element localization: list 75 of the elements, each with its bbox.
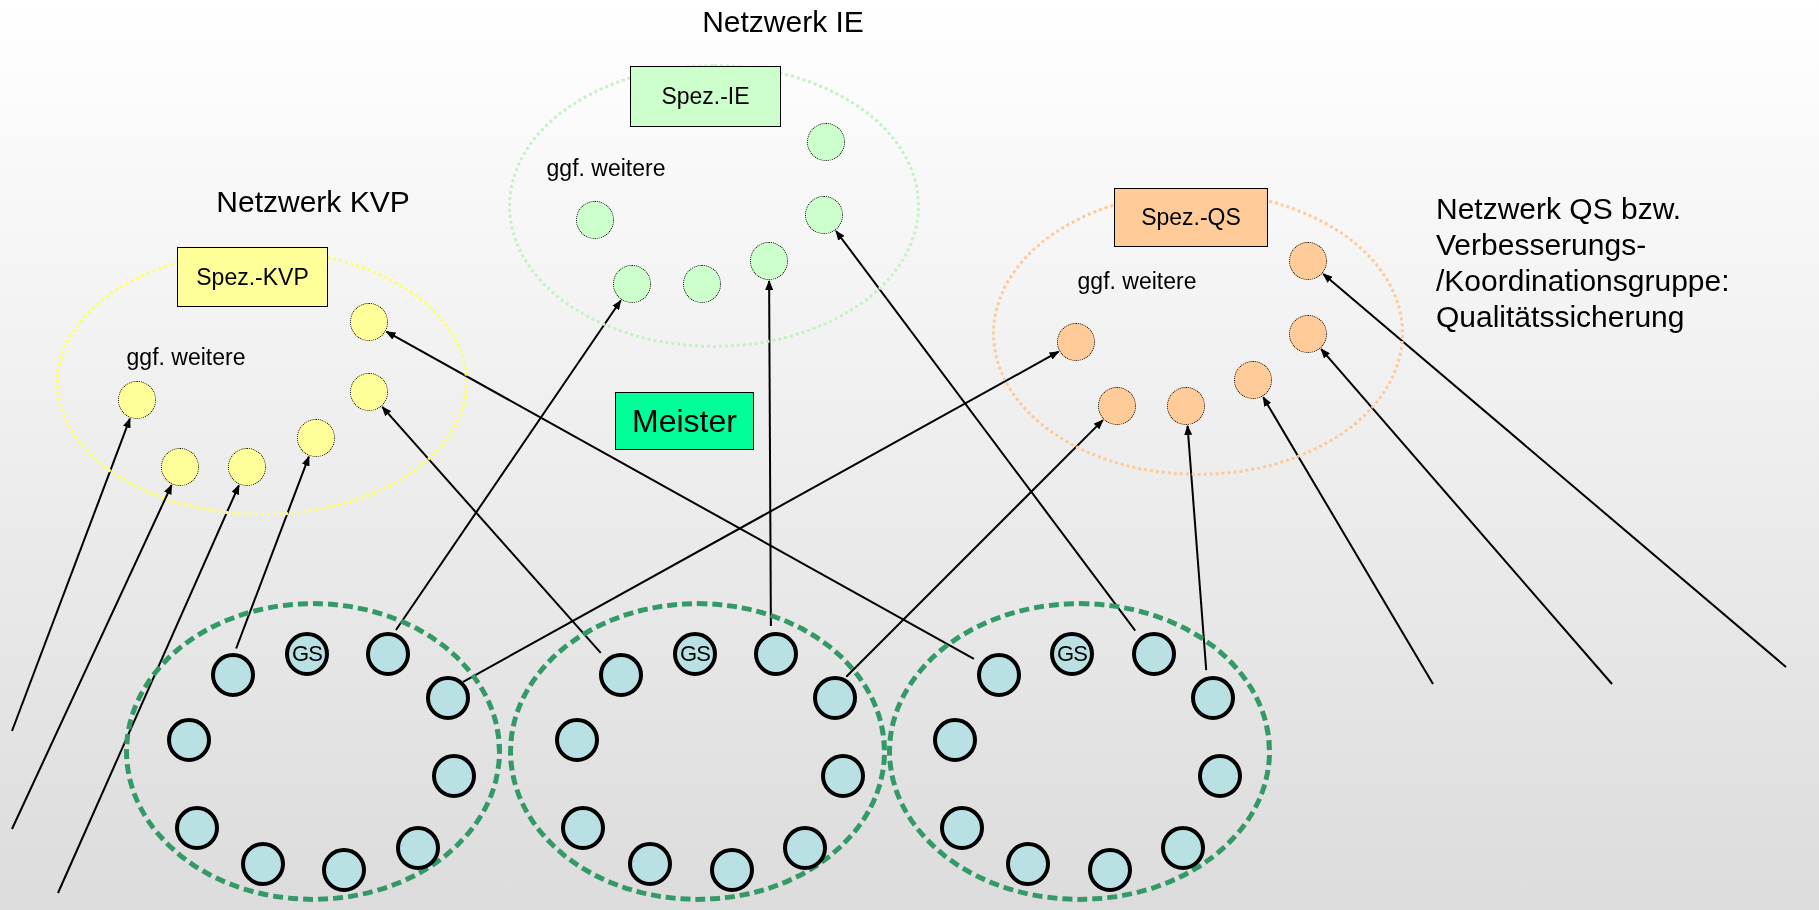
member-circle [754,632,798,676]
note-text: ggf. weitere [1077,268,1197,295]
member-circle [807,123,845,161]
member-circle [1088,848,1132,892]
member-circle [683,265,721,303]
arrow [381,405,602,654]
role-box: Spez.-QS [1114,188,1268,247]
member-circle [350,373,388,411]
member-circle [1289,242,1327,280]
member-circle [977,653,1021,697]
member-circle [241,842,285,886]
member-circle [350,303,388,341]
member-circle [396,826,440,870]
member-circle [750,242,788,280]
member-circle: GS [285,632,329,676]
group-title: Netzwerk KVP [216,185,410,219]
role-box: Spez.-KVP [177,247,328,307]
member-circle [161,448,199,486]
member-circle [940,806,984,850]
member-circle [813,676,857,720]
member-circle [426,676,470,720]
member-circle [576,201,614,239]
member-circle [710,848,754,892]
member-circle [1198,754,1242,798]
member-circle [783,826,827,870]
member-circle: GS [673,632,717,676]
role-box: Meister [615,392,754,450]
arrow [462,350,1060,683]
arrow [765,280,774,627]
member-circle [1057,323,1095,361]
member-circle [167,718,211,762]
arrow [385,330,975,660]
member-circle [599,653,643,697]
arrow [11,484,173,830]
note-text: ggf. weitere [546,155,666,182]
member-circle [933,718,977,762]
member-circle [1191,676,1235,720]
member-circle [561,806,605,850]
member-circle [1289,315,1327,353]
member-circle [1167,387,1205,425]
member-circle: GS [1050,632,1094,676]
member-circle [228,448,266,486]
member-circle [432,754,476,798]
arrow [1184,424,1208,672]
role-box: Spez.-IE [630,66,781,127]
arrow [835,230,1137,632]
member-circle [1098,387,1136,425]
note-text: ggf. weitere [126,344,246,371]
arrow [1320,348,1613,685]
arrow [57,484,240,894]
arrow [1322,272,1787,668]
member-circle [613,265,651,303]
member-circle [118,381,156,419]
member-circle [821,754,865,798]
member-circle [322,848,366,892]
arrow [845,419,1104,678]
member-circle [628,842,672,886]
member-circle [1234,361,1272,399]
member-circle [1006,842,1050,886]
dashed-ellipse [508,601,887,902]
member-circle [297,419,335,457]
member-circle [1161,826,1205,870]
member-circle [1132,632,1176,676]
member-circle [175,806,219,850]
member-circle [366,632,410,676]
arrow [235,455,310,650]
group-title: Netzwerk QS bzw. Verbesserungs- /Koordinationsgruppe: Qualitätssicherung [1436,191,1731,335]
arrow [1262,396,1434,685]
member-circle [555,718,599,762]
arrow [11,417,131,732]
dashed-ellipse [887,601,1272,902]
member-circle [211,653,255,697]
member-circle [805,196,843,234]
dashed-ellipse [124,601,502,902]
group-title: Netzwerk IE [702,5,864,39]
